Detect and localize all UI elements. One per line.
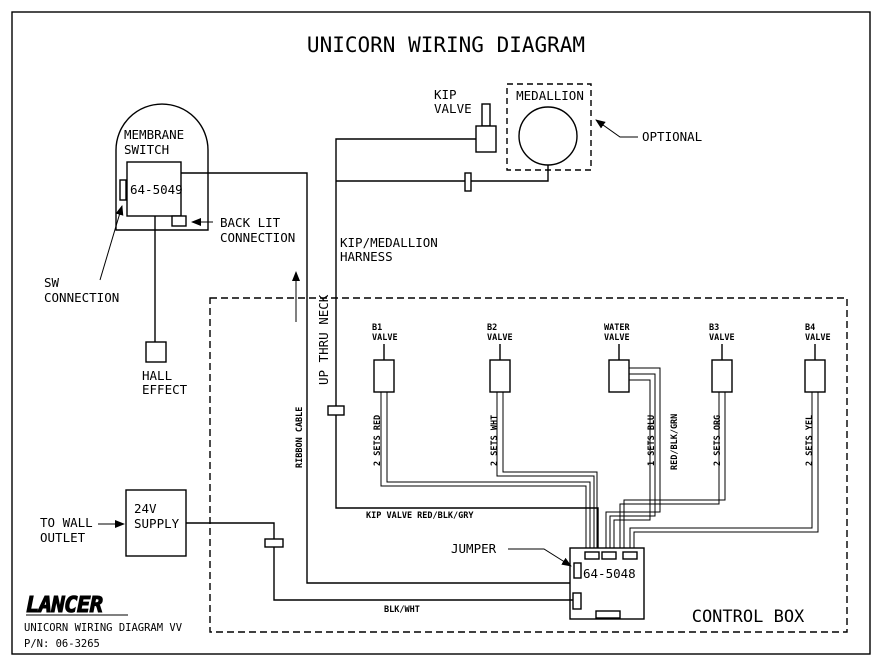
valve-b1-label: VALVE [372, 333, 398, 343]
supply-label-2: SUPPLY [134, 516, 180, 531]
valve-b1-body [373, 359, 395, 393]
valve-b3-label: VALVE [709, 333, 735, 343]
ribbon-cable-label: RIBBON CABLE [295, 407, 305, 468]
backlit-label-2: CONNECTION [220, 230, 295, 245]
kip-wire-label: KIP VALVE RED/BLK/GRY [366, 511, 474, 521]
kip-valve-stem [481, 103, 491, 127]
sw-arrow [99, 205, 124, 281]
harness-label-2: HARNESS [340, 249, 393, 264]
kip-label-2: VALVE [434, 101, 472, 116]
harness-connector [327, 405, 345, 416]
medallion-harness [336, 165, 549, 182]
membrane-housing [115, 103, 209, 231]
optional-label: OPTIONAL [642, 129, 702, 144]
up-thru-neck-label: UP THRU NECK [316, 294, 331, 385]
membrane-label-2: SWITCH [124, 142, 169, 157]
ribbon-cable [181, 172, 573, 584]
part-number: P/N: 06-3265 [24, 638, 100, 650]
kip-label-1: KIP [434, 87, 457, 102]
power-connector [572, 592, 582, 610]
valve-b3: B3 VALVE 2 SETS ORG [709, 323, 735, 466]
valve-b2-label: VALVE [487, 333, 513, 343]
valve-b4-label: VALVE [805, 333, 831, 343]
hall-label-2: EFFECT [142, 382, 188, 397]
lancer-logo: LANCER [26, 593, 103, 618]
membrane-label-1: MEMBRANE [124, 127, 184, 142]
valve-b2-name: B2 [487, 323, 497, 333]
jumper-connector [573, 562, 582, 579]
wire-b4-a [629, 392, 813, 548]
valve-b4-name: B4 [805, 323, 815, 333]
medallion [518, 106, 578, 166]
backlit-connector [171, 215, 187, 227]
membrane-board [126, 161, 182, 217]
valve-b3-name: B3 [709, 323, 719, 333]
valve-b1-wire: 2 SETS RED [373, 415, 383, 466]
footer-title: UNICORN WIRING DIAGRAM VV [24, 622, 183, 634]
wall-label-2: OUTLET [40, 530, 86, 545]
medallion-label: MEDALLION [516, 88, 584, 103]
power-supply [125, 489, 187, 557]
control-board [569, 547, 645, 620]
wire-b4-b [633, 392, 819, 548]
outer-border [11, 11, 871, 655]
wall-label-1: TO WALL [40, 515, 93, 530]
wire-b1-a [380, 392, 587, 548]
valve-water-wire: 1 SETS BLU [647, 415, 657, 466]
supply-connector [264, 538, 284, 548]
wire-b2-b [502, 392, 598, 548]
blk-wht-label: BLK/WHT [384, 605, 420, 615]
control-box-outline [209, 297, 848, 633]
valve-water-body [608, 359, 630, 393]
jumper-arrow [508, 548, 572, 567]
wire-b3-b [623, 392, 726, 548]
supply-wire [186, 522, 573, 601]
valve-b2: B2 VALVE 2 SETS WHT [487, 323, 513, 466]
red-blk-grn-label: RED/BLK/GRN [670, 414, 680, 470]
supply-label-1: 24V [134, 501, 157, 516]
valve-b4-wire: 2 SETS YEL [805, 415, 815, 466]
wire-b2-a [496, 392, 595, 548]
jumper-label: JUMPER [451, 541, 497, 556]
kip-valve [475, 125, 497, 153]
control-box-label: CONTROL BOX [692, 607, 805, 627]
valve-b4-body [804, 359, 826, 393]
valve-b2-body [489, 359, 511, 393]
sw-label-1: SW [44, 275, 60, 290]
kip-harness [335, 138, 599, 552]
valve-b3-body [711, 359, 733, 393]
bottom-connector [595, 610, 621, 619]
wire-water-a [605, 367, 661, 548]
board-connector-2 [601, 551, 617, 560]
valve-b2-wire: 2 SETS WHT [490, 415, 500, 466]
medallion-optional-area [506, 83, 592, 171]
optional-arrow [595, 119, 638, 138]
hall-effect-sensor [145, 341, 167, 363]
valve-water: WATER VALVE 1 SETS BLU [604, 323, 657, 466]
backlit-label-1: BACK LIT [220, 215, 281, 230]
wire-water-c [613, 379, 651, 548]
sw-connector [119, 179, 127, 201]
valve-b4: B4 VALVE 2 SETS YEL [804, 323, 831, 466]
valve-b1-name: B1 [372, 323, 382, 333]
valve-water-name: WATER [604, 323, 630, 333]
valve-water-label: VALVE [604, 333, 630, 343]
sw-label-2: CONNECTION [44, 290, 119, 305]
control-part-number: 64-5048 [583, 566, 636, 581]
valve-b3-wire: 2 SETS ORG [713, 415, 723, 466]
hall-label-1: HALL [142, 368, 172, 383]
wire-water-b [609, 373, 656, 548]
membrane-part-number: 64-5049 [130, 182, 183, 197]
wire-b1-b [386, 392, 591, 548]
board-connector-3 [622, 551, 638, 560]
diagram-title: UNICORN WIRING DIAGRAM [307, 33, 585, 57]
medallion-connector [464, 172, 472, 192]
harness-label-1: KIP/MEDALLION [340, 235, 438, 250]
valve-b1: B1 VALVE 2 SETS RED [372, 323, 398, 466]
board-connector-1 [584, 551, 600, 560]
wire-b3-a [619, 392, 720, 548]
